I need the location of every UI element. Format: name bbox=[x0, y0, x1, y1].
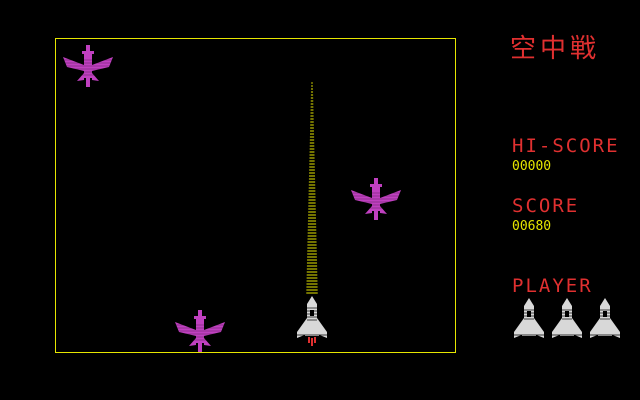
game-title: 空中戦 bbox=[510, 34, 601, 64]
lives-remaining bbox=[512, 298, 624, 340]
enemy-jet-icon bbox=[351, 178, 401, 220]
hiscore-value: 00000 bbox=[512, 159, 552, 174]
life-rocket-icon bbox=[512, 298, 546, 340]
hiscore-label: HI-SCORE bbox=[512, 135, 620, 157]
life-rocket-icon bbox=[550, 298, 584, 340]
score-value: 00680 bbox=[512, 219, 552, 234]
enemy-jet-icon bbox=[63, 45, 113, 87]
score-label: SCORE bbox=[512, 195, 580, 217]
player-label: PLAYER bbox=[512, 275, 593, 297]
enemy-jet-icon bbox=[175, 310, 225, 352]
player-rocket-ship-icon bbox=[297, 296, 327, 346]
playfield bbox=[55, 38, 456, 353]
laser-beam bbox=[306, 82, 318, 294]
life-rocket-icon bbox=[588, 298, 622, 340]
